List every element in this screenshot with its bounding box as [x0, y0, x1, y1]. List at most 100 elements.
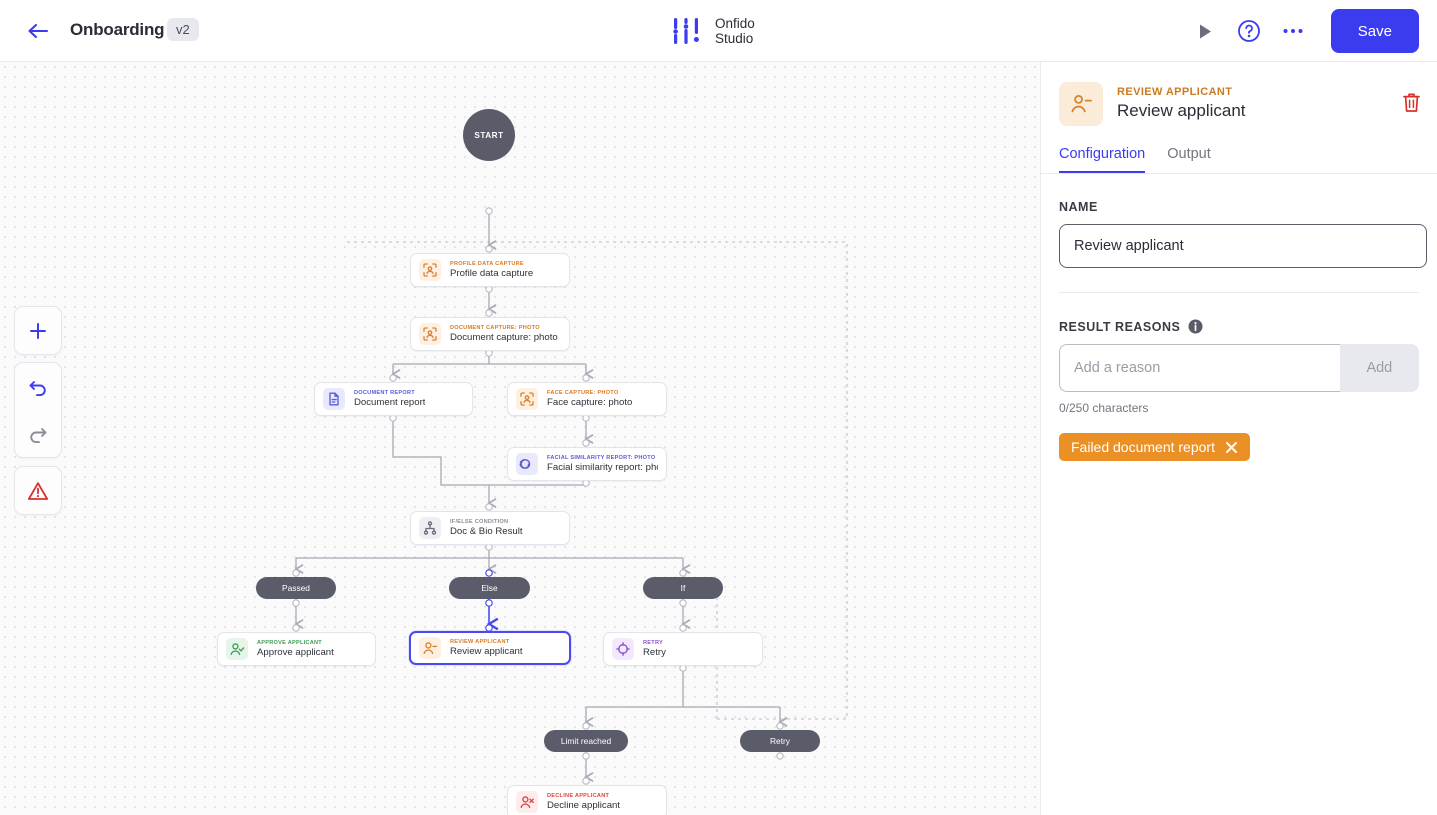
help-button[interactable]	[1229, 11, 1269, 51]
document-icon	[323, 388, 345, 410]
run-button[interactable]	[1185, 11, 1225, 51]
brand-text: Onfido Studio	[715, 16, 755, 46]
flow-node-kicker: FACIAL SIMILARITY REPORT: PHOTO	[547, 455, 656, 461]
result-reasons-label: RESULT REASONS	[1059, 319, 1419, 334]
more-options-button[interactable]	[1273, 11, 1313, 51]
tab-configuration[interactable]: Configuration	[1059, 146, 1146, 173]
flow-node[interactable]: DECLINE APPLICANT Decline applicant	[507, 785, 667, 815]
properties-panel: REVIEW APPLICANT Review applicant Config…	[1040, 62, 1437, 815]
flow-node[interactable]: DOCUMENT CAPTURE: PHOTO Document capture…	[410, 317, 570, 351]
result-reason-chip: Failed document report	[1059, 433, 1250, 461]
branch-pill[interactable]: Limit reached	[544, 730, 628, 752]
flow-node-kicker: PROFILE DATA CAPTURE	[450, 261, 524, 267]
panel-title: Review applicant	[1117, 101, 1246, 120]
remove-reason-button[interactable]	[1225, 441, 1238, 454]
flow-node-kicker: FACE CAPTURE: PHOTO	[547, 390, 619, 396]
branch-pill[interactable]: If	[643, 577, 723, 599]
flow-node-kicker: RETRY	[643, 640, 664, 646]
flow-canvas[interactable]: START PROFILE DATA CAPTURE Profile data …	[0, 62, 1040, 815]
flow-node[interactable]: APPROVE APPLICANT Approve applicant	[217, 632, 376, 666]
undo-button[interactable]	[15, 363, 61, 410]
delete-node-button[interactable]	[1402, 92, 1421, 118]
flow-node[interactable]: PROFILE DATA CAPTURE Profile data captur…	[410, 253, 570, 287]
plus-icon	[30, 322, 46, 339]
version-badge: v2	[167, 18, 199, 41]
name-label-text: NAME	[1059, 200, 1098, 214]
branch-pill-label: Passed	[282, 583, 310, 593]
add-node-button[interactable]	[15, 307, 61, 354]
branch-pill[interactable]: Passed	[256, 577, 336, 599]
save-button[interactable]: Save	[1330, 9, 1419, 53]
undo-icon	[29, 380, 46, 396]
panel-tabs: Configuration Output	[1041, 146, 1437, 174]
face-scan-icon	[419, 323, 441, 345]
flow-node[interactable]: IF/ELSE CONDITION Doc & Bio Result	[410, 511, 570, 545]
flow-node-text: FACIAL SIMILARITY REPORT: PHOTO Facial s…	[547, 454, 658, 474]
tab-output[interactable]: Output	[1167, 146, 1211, 162]
face-scan-icon	[419, 259, 441, 281]
back-button[interactable]	[24, 18, 52, 44]
user-x-icon	[516, 791, 538, 813]
branch-icon	[419, 517, 441, 539]
panel-kicker: REVIEW APPLICANT	[1117, 86, 1233, 98]
flow-node-text: REVIEW APPLICANT Review applicant	[450, 638, 523, 658]
onfido-logo-icon	[673, 18, 699, 44]
branch-pill[interactable]: Retry	[740, 730, 820, 752]
flow-node-kicker: DECLINE APPLICANT	[547, 793, 610, 799]
branch-pill[interactable]: Else	[449, 577, 530, 599]
refresh-icon	[612, 638, 634, 660]
help-circle-icon	[1237, 20, 1260, 42]
flow-node[interactable]: FACIAL SIMILARITY REPORT: PHOTO Facial s…	[507, 447, 667, 481]
user-minus-icon	[1071, 95, 1092, 113]
flow-node-text: IF/ELSE CONDITION Doc & Bio Result	[450, 518, 523, 538]
add-reason-button[interactable]: Add	[1339, 344, 1419, 392]
flow-node[interactable]: FACE CAPTURE: PHOTO Face capture: photo	[507, 382, 667, 416]
flow-node-text: DOCUMENT REPORT Document report	[354, 389, 425, 409]
brand-line-2: Studio	[715, 31, 754, 46]
user-check-icon	[226, 638, 248, 660]
start-node-label: START	[474, 130, 504, 140]
flow-node-label: Document report	[354, 397, 426, 408]
branch-pill-label: Else	[481, 583, 498, 593]
name-input[interactable]	[1059, 224, 1427, 268]
page-title: Onboarding	[70, 20, 165, 39]
flow-node-kicker: APPROVE APPLICANT	[257, 640, 322, 646]
toolbar-history-group	[14, 362, 62, 458]
user-minus-icon	[419, 637, 441, 659]
warnings-button[interactable]	[15, 467, 61, 514]
flow-node-text: FACE CAPTURE: PHOTO Face capture: photo	[547, 389, 632, 409]
flow-node-kicker: REVIEW APPLICANT	[450, 639, 510, 645]
panel-node-icon-wrap	[1059, 82, 1103, 126]
flow-node[interactable]: DOCUMENT REPORT Document report	[314, 382, 473, 416]
face-scan-icon	[516, 388, 538, 410]
info-icon[interactable]	[1188, 319, 1203, 334]
brand-line-1: Onfido	[715, 16, 755, 31]
branch-pill-label: Limit reached	[560, 736, 612, 746]
redo-button[interactable]	[15, 410, 61, 457]
panel-header: REVIEW APPLICANT Review applicant	[1041, 62, 1437, 126]
trash-icon	[1403, 93, 1420, 112]
start-node[interactable]: START	[463, 109, 515, 161]
flow-node-label: Approve applicant	[257, 647, 334, 658]
branch-pill-label: Retry	[769, 736, 790, 746]
result-reason-chip-label: Failed document report	[1071, 439, 1215, 455]
flow-node-label: Doc & Bio Result	[450, 526, 523, 537]
flow-node-kicker: DOCUMENT CAPTURE: PHOTO	[450, 325, 540, 331]
warning-triangle-icon	[27, 481, 49, 500]
flow-node-text: RETRY Retry	[643, 639, 666, 659]
flow-node[interactable]: REVIEW APPLICANT Review applicant	[409, 631, 571, 665]
more-horizontal-icon	[1283, 29, 1303, 33]
flow-node-text: DECLINE APPLICANT Decline applicant	[547, 792, 620, 812]
flow-node-text: APPROVE APPLICANT Approve applicant	[257, 639, 334, 659]
redo-icon	[30, 427, 47, 443]
brand-logo-group: Onfido Studio	[670, 14, 755, 48]
flow-node-label: Decline applicant	[547, 800, 621, 811]
reason-input[interactable]	[1059, 344, 1340, 392]
play-icon	[1199, 24, 1211, 38]
app-header: Onboarding v2 Onfido Studio	[0, 0, 1437, 62]
result-reasons-label-text: RESULT REASONS	[1059, 319, 1181, 334]
character-count: 0/250 characters	[1059, 401, 1149, 415]
similarity-icon	[516, 453, 538, 475]
flow-node-kicker: IF/ELSE CONDITION	[450, 519, 509, 525]
flow-node[interactable]: RETRY Retry	[603, 632, 763, 666]
